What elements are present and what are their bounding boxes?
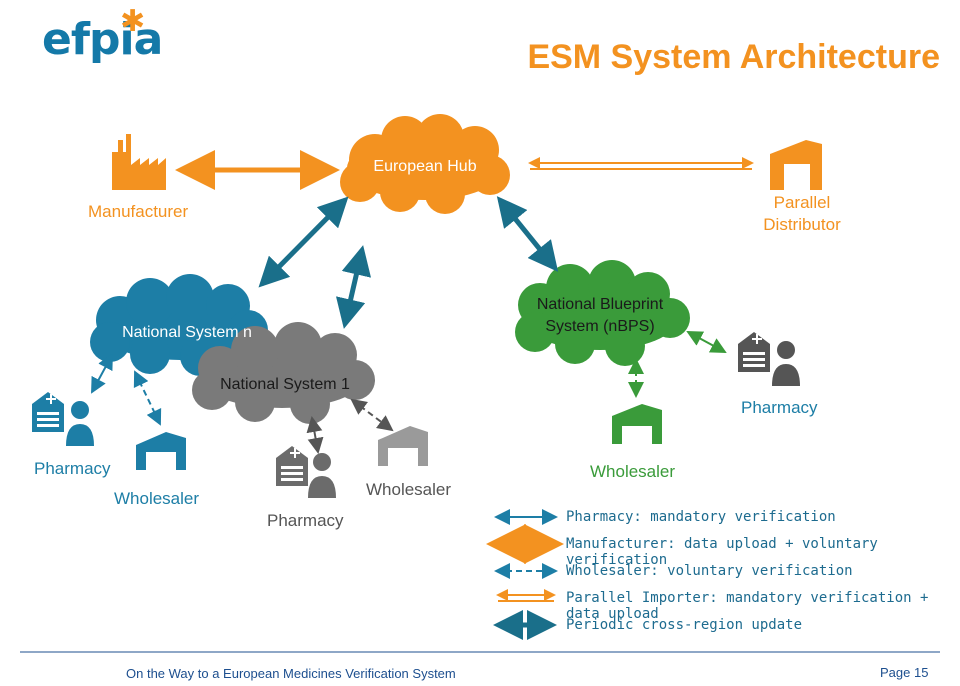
nbps-pharmacy-arrow <box>686 331 727 353</box>
manufacturer-label: Manufacturer <box>88 202 189 221</box>
wholesaler-icon-green <box>612 404 662 444</box>
pharmacy-left-label: Pharmacy <box>34 459 111 478</box>
nsn-pharmacy-arrow <box>91 353 113 394</box>
wholesaler-icon-left <box>136 432 186 470</box>
european-hub-label: European Hub <box>373 158 477 175</box>
footer-left-text: On the Way to a European Medicines Verif… <box>126 666 456 681</box>
parallel-warehouse-icon <box>770 140 822 190</box>
legend-arrows <box>486 509 564 640</box>
legend-label-5: Periodic cross-region update <box>566 617 803 633</box>
hub-ns1-arrow <box>335 245 372 329</box>
ns1-wholesaler-arrow <box>350 398 394 432</box>
national-system-n-label: National System n <box>122 324 252 341</box>
nbps-label-line1: National Blueprint <box>536 296 664 313</box>
page-title: ESM System Architecture <box>527 38 940 76</box>
nbps-cloud <box>515 260 690 366</box>
wholesaler-icon-mid <box>378 426 428 466</box>
hub-nsn-arrow <box>258 196 349 288</box>
page-number: Page 15 <box>880 665 929 680</box>
legend-label-4: Parallel Importer: mandatory verificatio… <box>566 590 929 622</box>
wholesaler-left-label: Wholesaler <box>114 489 200 508</box>
wholesaler-mid-label: Wholesaler <box>366 480 452 499</box>
pharmacy-icon-right <box>738 332 800 386</box>
ns1-pharmacy-arrow <box>306 416 324 454</box>
hub-nbps-arrow <box>496 196 559 272</box>
efpia-logo: efpia ✱ <box>42 4 163 65</box>
pharmacy-mid-label: Pharmacy <box>267 511 344 530</box>
parallel-distributor-label: Parallel Distributor <box>763 193 841 234</box>
pharmacy-right-label: Pharmacy <box>741 398 818 417</box>
factory-icon <box>112 134 166 190</box>
legend-label-1: Pharmacy: mandatory verification <box>566 509 836 525</box>
wholesaler-green-label: Wholesaler <box>590 462 676 481</box>
european-hub-cloud <box>340 114 510 214</box>
legend-label-2: Manufacturer: data upload + voluntary ve… <box>566 536 878 568</box>
national-system-1-cloud <box>192 322 375 424</box>
legend-label-3: Wholesaler: voluntary verification <box>566 563 853 579</box>
pharmacy-icon-left <box>32 392 94 446</box>
logo-star-icon: ✱ <box>120 4 145 39</box>
pharmacy-icon-mid <box>276 446 336 498</box>
national-system-1-label: National System 1 <box>220 376 350 393</box>
nbps-label-line2: System (nBPS) <box>545 318 655 335</box>
nsn-wholesaler-arrow <box>133 370 162 426</box>
